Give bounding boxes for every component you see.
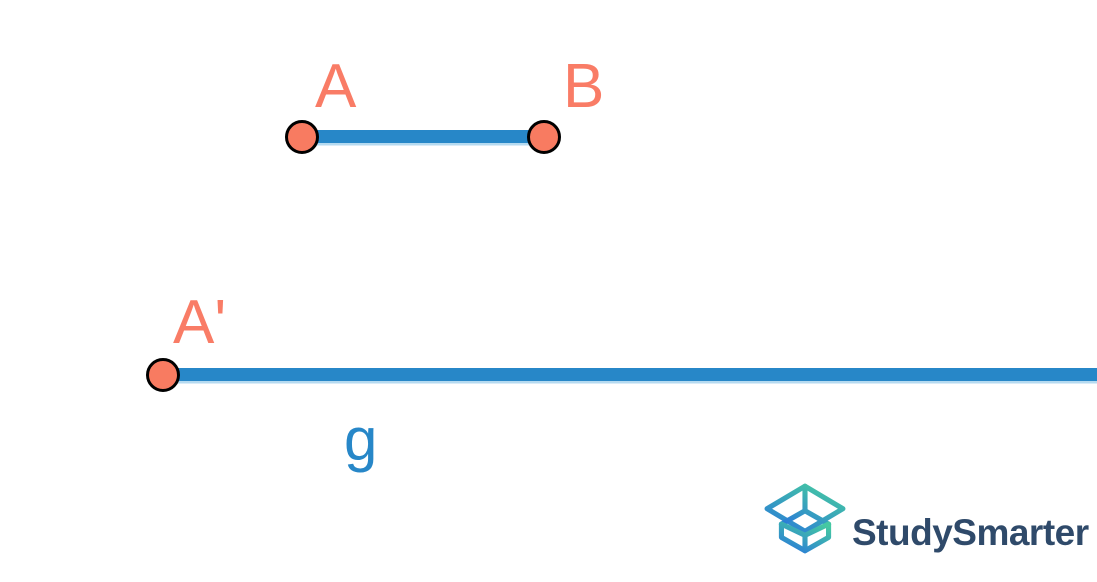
label-point-a-prime: A': [173, 288, 227, 357]
segment-ab: [302, 130, 544, 143]
point-b: [527, 120, 561, 154]
studysmarter-logo: StudySmarter: [763, 478, 1089, 562]
point-a: [285, 120, 319, 154]
line-g: [163, 368, 1097, 381]
studysmarter-logo-text: StudySmarter: [852, 511, 1089, 553]
point-a-prime: [146, 358, 180, 392]
label-point-a: A: [315, 52, 357, 121]
label-line-g: g: [344, 406, 378, 473]
studysmarter-box-icon: [763, 478, 847, 562]
label-point-b: B: [563, 52, 605, 121]
